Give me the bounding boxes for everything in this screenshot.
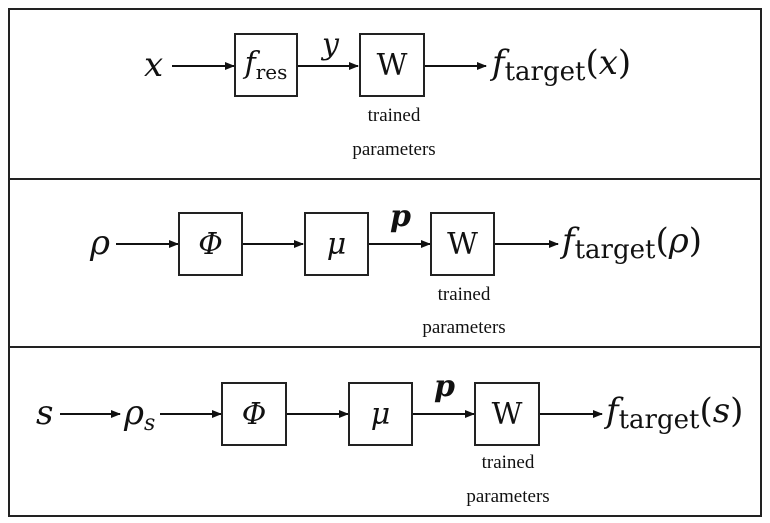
f-res-sub: res xyxy=(255,60,288,84)
edge-label-p-3: p xyxy=(434,369,455,404)
w-label-2: W xyxy=(447,226,478,262)
note-parameters-3: parameters xyxy=(466,486,550,507)
note-trained-3: trained xyxy=(481,452,535,473)
box-w-2: W xyxy=(430,212,495,276)
phi-label-3: Φ xyxy=(241,396,267,432)
box-w-1: W xyxy=(359,33,425,97)
box-f-res: fres xyxy=(234,33,298,97)
box-mu-3: μ xyxy=(348,382,413,446)
w-label-1: W xyxy=(376,47,408,83)
f-res-base: f xyxy=(244,46,256,81)
output-f-target-x: ftarget(x) xyxy=(492,43,632,87)
edge-label-p-2: p xyxy=(390,199,411,234)
note-parameters-1: parameters xyxy=(352,139,436,160)
note-trained-1: trained xyxy=(367,105,421,126)
input-s: s xyxy=(36,393,54,433)
input-rho: ρ xyxy=(90,223,110,263)
input-x: x xyxy=(144,45,164,85)
note-trained-2: trained xyxy=(437,284,491,305)
mu-label-2: μ xyxy=(326,226,347,262)
box-mu-2: μ xyxy=(304,212,369,276)
mu-label-3: μ xyxy=(370,396,391,432)
box-phi-3: Φ xyxy=(221,382,287,446)
box-phi-2: Φ xyxy=(178,212,243,276)
panel-density-pipeline xyxy=(8,178,762,348)
w-label-3: W xyxy=(491,396,523,432)
input-rho-s: ρs xyxy=(124,393,156,436)
edge-label-y: y xyxy=(322,27,339,62)
phi-label-2: Φ xyxy=(198,226,223,262)
output-f-target-s: ftarget(s) xyxy=(606,391,744,435)
note-parameters-2: parameters xyxy=(422,317,506,338)
output-f-target-rho: ftarget(ρ) xyxy=(562,221,702,265)
box-w-3: W xyxy=(474,382,540,446)
